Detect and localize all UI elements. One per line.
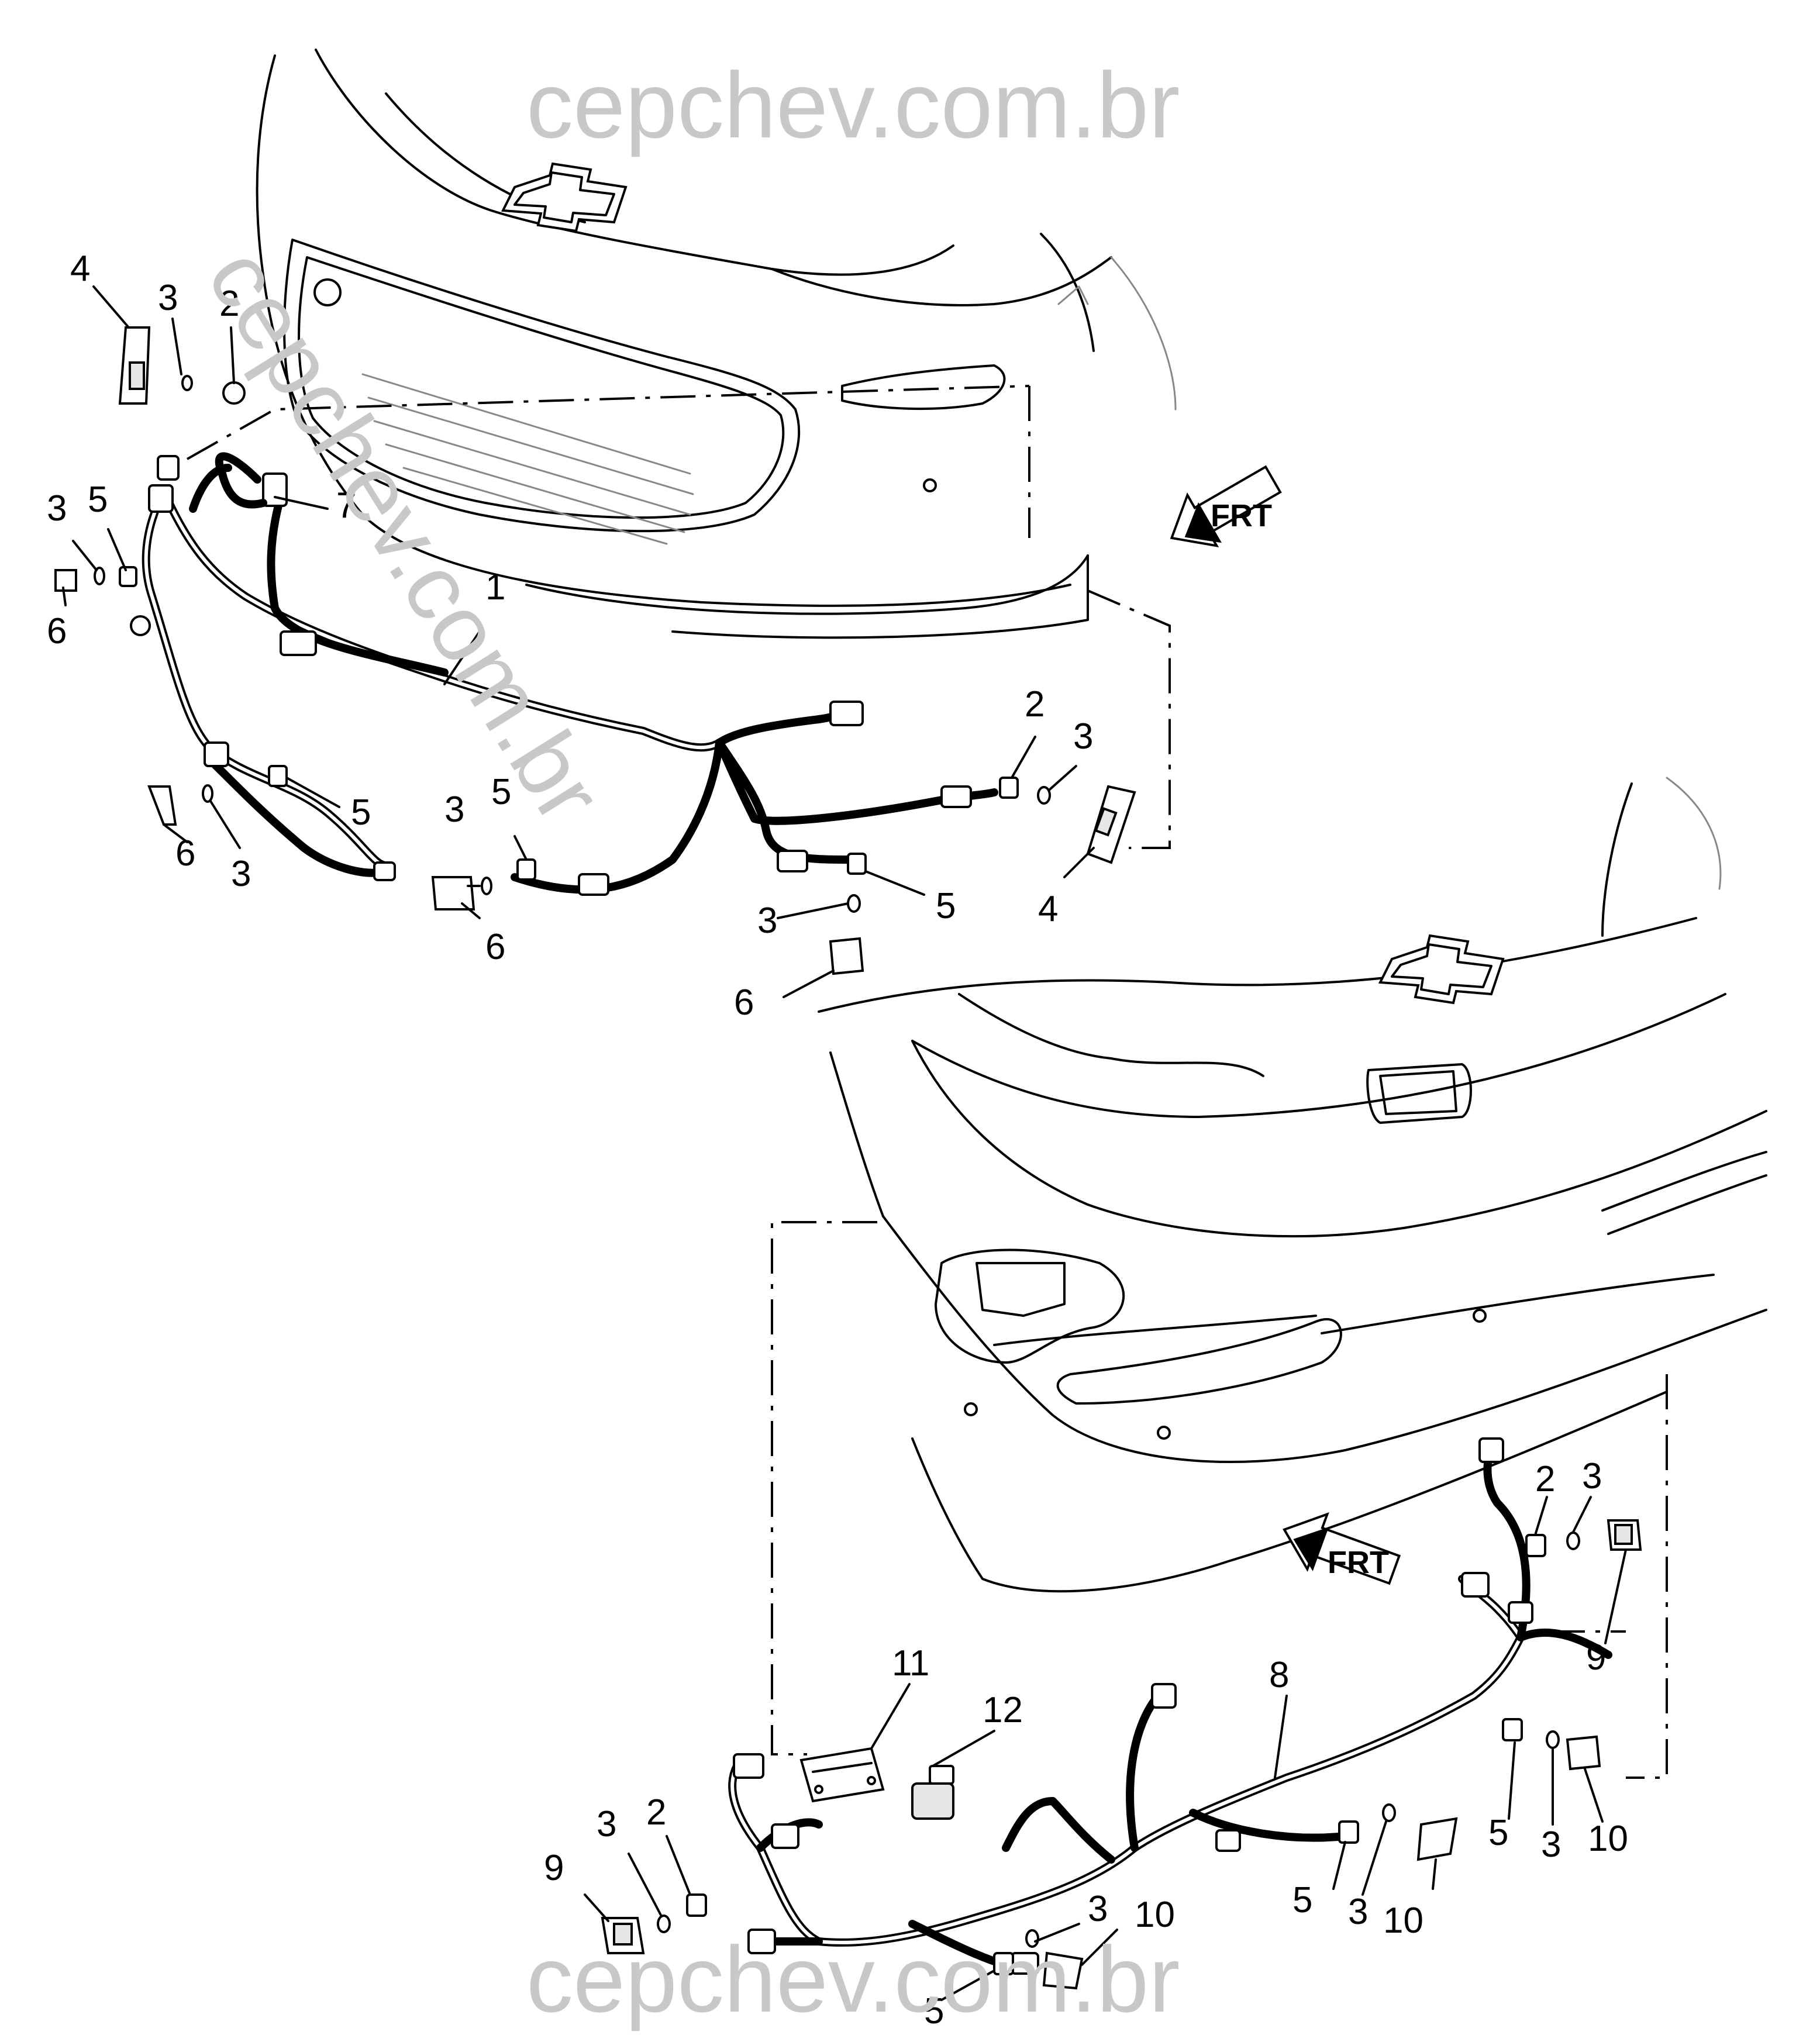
front-wiring-harness <box>130 452 998 896</box>
callout-5: 5 <box>1488 1813 1508 1853</box>
park-assist-sensors-front <box>94 375 1051 913</box>
callout-10: 10 <box>1135 1895 1175 1935</box>
callout-8: 8 <box>1269 1655 1289 1695</box>
rear-retainer-10c <box>1566 1735 1601 1771</box>
callout-3: 3 <box>1582 1456 1602 1496</box>
callout-9: 9 <box>544 1848 564 1888</box>
callout-3: 3 <box>1348 1892 1368 1932</box>
front-sensor-bracket-4-right <box>1086 785 1136 864</box>
callout-1: 1 <box>485 567 505 608</box>
rear-bumper-vehicle <box>818 777 1767 1593</box>
callout-6: 6 <box>485 927 505 967</box>
callout-7: 7 <box>336 485 356 526</box>
watermark-bottom: cepchev.com.br <box>526 1927 1180 2031</box>
park-assist-module-11 <box>799 1747 885 1803</box>
callout-6: 6 <box>734 982 754 1023</box>
callout-3: 3 <box>757 901 777 941</box>
callout-4: 4 <box>1038 889 1058 929</box>
front-arrow-label: FRT <box>1328 1545 1389 1580</box>
callout-5: 5 <box>924 1991 944 2031</box>
chevrolet-bowtie-icon <box>501 162 628 233</box>
callout-6: 6 <box>175 833 195 874</box>
callout-6: 6 <box>47 611 67 651</box>
callout-3: 3 <box>444 789 464 830</box>
callout-3: 3 <box>597 1804 616 1844</box>
rear-callout-labels: 11 12 8 9 3 2 5 3 10 5 3 10 5 3 10 2 3 9 <box>544 1456 1628 2031</box>
callout-10: 10 <box>1383 1900 1423 1941</box>
callout-5: 5 <box>936 886 956 926</box>
park-assist-sensors-rear <box>657 1532 1580 1975</box>
callout-2: 2 <box>219 284 239 324</box>
callout-3: 3 <box>158 278 178 318</box>
watermark-diagonal: cepchev.com.br <box>188 230 623 840</box>
watermark-top: cepchev.com.br <box>526 53 1180 157</box>
front-direction-arrow-icon: FRT <box>1170 465 1282 547</box>
callout-2: 2 <box>1025 684 1045 725</box>
rear-retainer-10b <box>1416 1817 1458 1861</box>
callout-5: 5 <box>491 772 511 812</box>
callout-4: 4 <box>70 249 90 289</box>
leader-line <box>1626 1374 1668 1779</box>
sensor-retainer-6d <box>829 937 864 975</box>
callout-2: 2 <box>1535 1459 1555 1499</box>
sensor-retainer-6a <box>54 569 77 592</box>
front-sensor-bracket-4-left <box>118 326 151 405</box>
callout-3: 3 <box>1073 716 1093 757</box>
leader-line <box>1087 589 1171 849</box>
rear-retainer-10a <box>1042 1951 1084 1990</box>
callout-10: 10 <box>1588 1819 1628 1859</box>
rear-sensor-bracket-9-left <box>601 1917 645 1954</box>
callout-5: 5 <box>88 480 108 520</box>
callout-12: 12 <box>983 1690 1023 1730</box>
rear-wiring-harness <box>728 1437 1612 1975</box>
front-direction-arrow-icon: FRT <box>1283 1512 1401 1585</box>
callout-3: 3 <box>47 488 67 529</box>
callout-11: 11 <box>892 1643 929 1684</box>
leader-line <box>187 385 1030 460</box>
sensor-retainer-6b <box>147 785 177 826</box>
leader-line <box>771 1221 877 1755</box>
callout-9: 9 <box>1586 1637 1606 1678</box>
callout-3: 3 <box>1541 1824 1561 1865</box>
front-arrow-label: FRT <box>1211 498 1272 533</box>
callout-3: 3 <box>1088 1889 1108 1929</box>
rear-callout-leaders <box>584 1496 1627 2001</box>
callout-5: 5 <box>351 792 371 833</box>
callout-2: 2 <box>646 1792 666 1833</box>
callout-3: 3 <box>231 854 251 894</box>
callout-5: 5 <box>1292 1880 1312 1920</box>
front-callout-labels: 4 3 2 7 1 3 5 6 5 6 3 3 5 6 5 3 6 2 3 4 <box>47 249 1093 1023</box>
front-bumper-vehicle <box>256 49 1177 639</box>
front-callout-leaders <box>62 285 1095 998</box>
chevrolet-bowtie-icon <box>1378 934 1505 1005</box>
rear-sensor-bracket-9-right <box>1607 1519 1642 1551</box>
sensor-retainer-6c <box>431 876 475 910</box>
